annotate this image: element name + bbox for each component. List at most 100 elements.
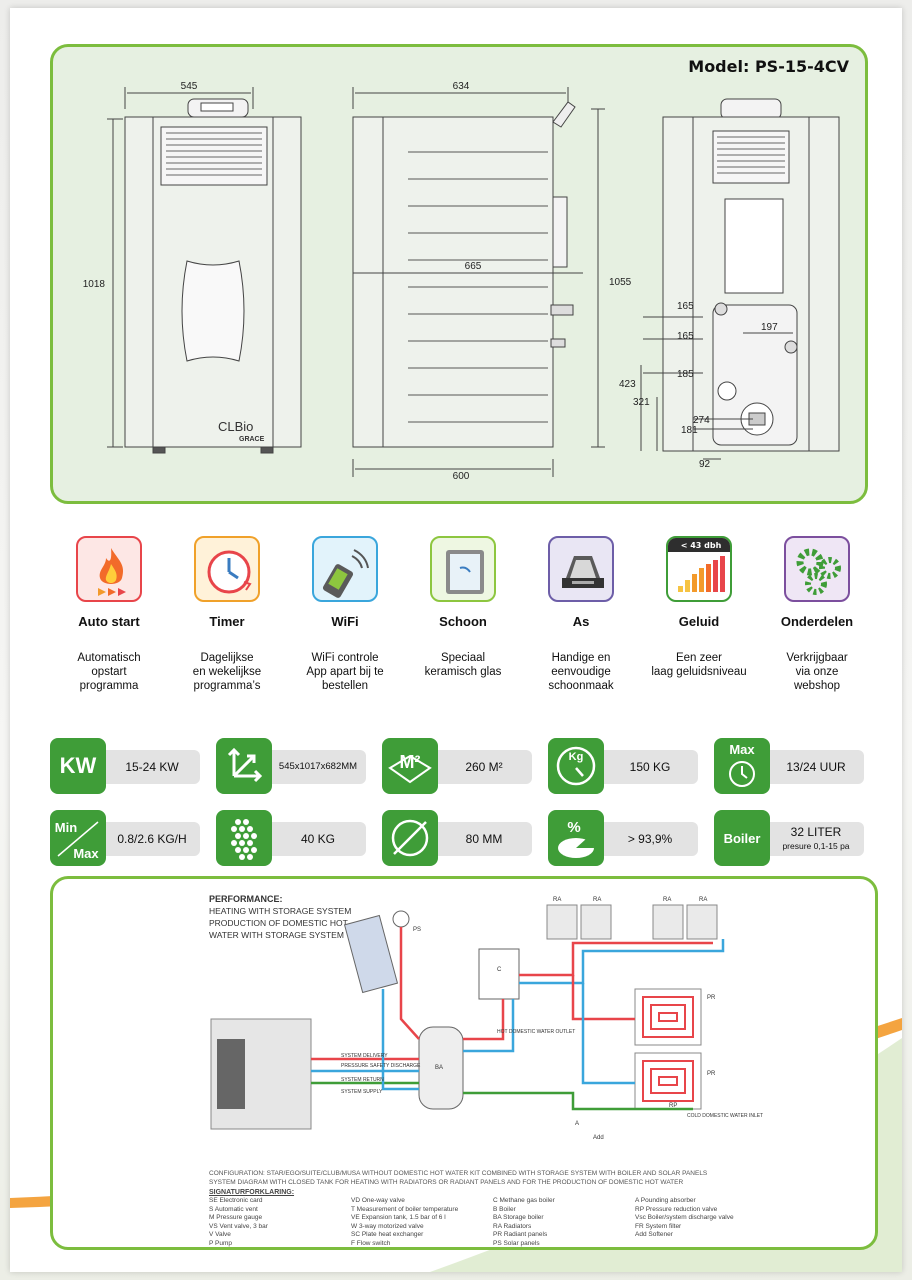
spec-autonomy: Max 13/24 UUR	[714, 738, 866, 794]
area-m2-icon: M²	[382, 738, 438, 794]
dim-side-depth-bottom: 600	[453, 471, 470, 482]
spec-weight: Kg 150 KG	[548, 738, 700, 794]
svg-text:RA: RA	[593, 897, 601, 903]
dim-back-d7: 274	[693, 415, 710, 426]
specs-grid: KW 15-24 KW 545x1017x682MM M²	[50, 738, 880, 878]
back-view	[640, 98, 840, 460]
kw-icon: KW	[50, 738, 106, 794]
spec-value: 32 LITER presure 0,1-15 pa	[756, 822, 864, 856]
dim-front-width: 545	[181, 81, 198, 92]
svg-text:RP: RP	[669, 1103, 677, 1109]
svg-text:PRESSURE SAFETY DISCHARGE: PRESSURE SAFETY DISCHARGE	[341, 1063, 421, 1069]
spec-value: 80 MM	[424, 822, 532, 856]
svg-text:Add: Add	[593, 1135, 604, 1141]
min-max-icon: Min Max	[50, 810, 106, 866]
dim-back-d9: 92	[699, 459, 711, 470]
dim-back-d6: 321	[633, 397, 650, 408]
dim-front-height: 1018	[83, 279, 106, 290]
config-line: SYSTEM DIAGRAM WITH CLOSED TANK FOR HEAT…	[209, 1179, 684, 1186]
flame-icon	[76, 536, 142, 602]
dim-side-height: 1055	[609, 277, 632, 288]
weight-kg-icon: Kg	[548, 738, 604, 794]
sound-badge: < 43 dbh	[681, 541, 722, 550]
feature-title: Auto start	[78, 614, 140, 629]
spec-value: 150 KG	[590, 750, 698, 784]
sound-level-icon: < 43 dbh	[666, 536, 732, 602]
feature-title: Geluid	[678, 614, 720, 629]
feature-title: Schoon	[439, 614, 487, 629]
svg-text:PR: PR	[707, 995, 716, 1001]
svg-text:HOT DOMESTIC WATER OUTLET: HOT DOMESTIC WATER OUTLET	[497, 1029, 575, 1035]
clock-icon	[194, 536, 260, 602]
boiler-icon: Boiler	[714, 810, 770, 866]
schematic-diagram: RA RA RA RA PS C BA PR PR RP A Add HOT D…	[210, 897, 763, 1141]
spec-value: > 93,9%	[590, 822, 698, 856]
dim-back-d4: 185	[677, 369, 694, 380]
efficiency-icon: %	[548, 810, 604, 866]
svg-text:RA: RA	[663, 897, 671, 903]
front-view	[107, 87, 302, 454]
technical-drawing-panel: Model: PS-15-4CV	[50, 44, 868, 504]
performance-text: PERFORMANCE: HEATING WITH STORAGE SYSTEM…	[209, 894, 352, 940]
svg-text:M²: M²	[400, 752, 421, 772]
schematic-legend: CONFIGURATION: STAR/EGO/SUITE/CLUB/MUSA …	[209, 1169, 769, 1247]
stove-drawings: 545 1018 CLBio GRACE 634 665 600 1055 16…	[83, 81, 840, 482]
config-line: CONFIGURATION: STAR/EGO/SUITE/CLUB/MUSA …	[209, 1170, 708, 1177]
spec-dimensions: 545x1017x682MM	[216, 738, 368, 794]
glass-icon	[430, 536, 496, 602]
feature-title: As	[572, 614, 590, 629]
spec-value: 13/24 UUR	[756, 750, 864, 784]
front-subbrand: GRACE	[239, 436, 265, 443]
svg-text:A: A	[575, 1121, 579, 1127]
svg-text:%: %	[567, 819, 580, 836]
spec-flue-diameter: 80 MM	[382, 810, 534, 866]
max-time-icon: Max	[714, 738, 770, 794]
svg-text:C: C	[497, 967, 502, 973]
spec-value: 40 KG	[258, 822, 366, 856]
dim-back-d1: 165	[677, 301, 694, 312]
spec-consumption: Min Max 0.8/2.6 KG/H	[50, 810, 202, 866]
svg-text:Max: Max	[73, 846, 99, 861]
spec-value: 0.8/2.6 KG/H	[92, 822, 200, 856]
spec-hopper: 40 KG	[216, 810, 368, 866]
dim-back-d5: 423	[619, 379, 636, 390]
dim-back-d3: 197	[761, 322, 778, 333]
remote-icon	[312, 536, 378, 602]
svg-text:Max: Max	[729, 742, 755, 757]
spec-value-sub: presure 0,1-15 pa	[782, 841, 850, 851]
spec-value: 545x1017x682MM	[258, 750, 366, 784]
spec-area: M² 260 M²	[382, 738, 534, 794]
svg-text:SYSTEM DELIVERY: SYSTEM DELIVERY	[341, 1053, 388, 1059]
model-title: Model: PS-15-4CV	[688, 57, 849, 76]
spec-value-main: 32 LITER	[790, 825, 842, 839]
dim-back-d8: 181	[681, 425, 698, 436]
spec-value: 15-24 KW	[92, 750, 200, 784]
spec-power: KW 15-24 KW	[50, 738, 202, 794]
svg-text:PR: PR	[707, 1071, 716, 1077]
spec-efficiency: % > 93,9%	[548, 810, 700, 866]
ash-tray-icon	[548, 536, 614, 602]
svg-text:Min: Min	[55, 820, 77, 835]
svg-text:PS: PS	[413, 927, 421, 933]
heating-schematic-panel: PERFORMANCE: HEATING WITH STORAGE SYSTEM…	[50, 876, 878, 1250]
feature-title: Timer	[209, 614, 245, 629]
dim-side-depth-mid: 665	[465, 261, 482, 272]
dim-side-depth-top: 634	[453, 81, 470, 92]
svg-text:RA: RA	[699, 897, 707, 903]
performance-title: PERFORMANCE:	[209, 894, 283, 904]
feature-title: Onderdelen	[780, 614, 854, 629]
dim-back-d2: 165	[677, 331, 694, 342]
feature-title: WiFi	[331, 614, 359, 629]
